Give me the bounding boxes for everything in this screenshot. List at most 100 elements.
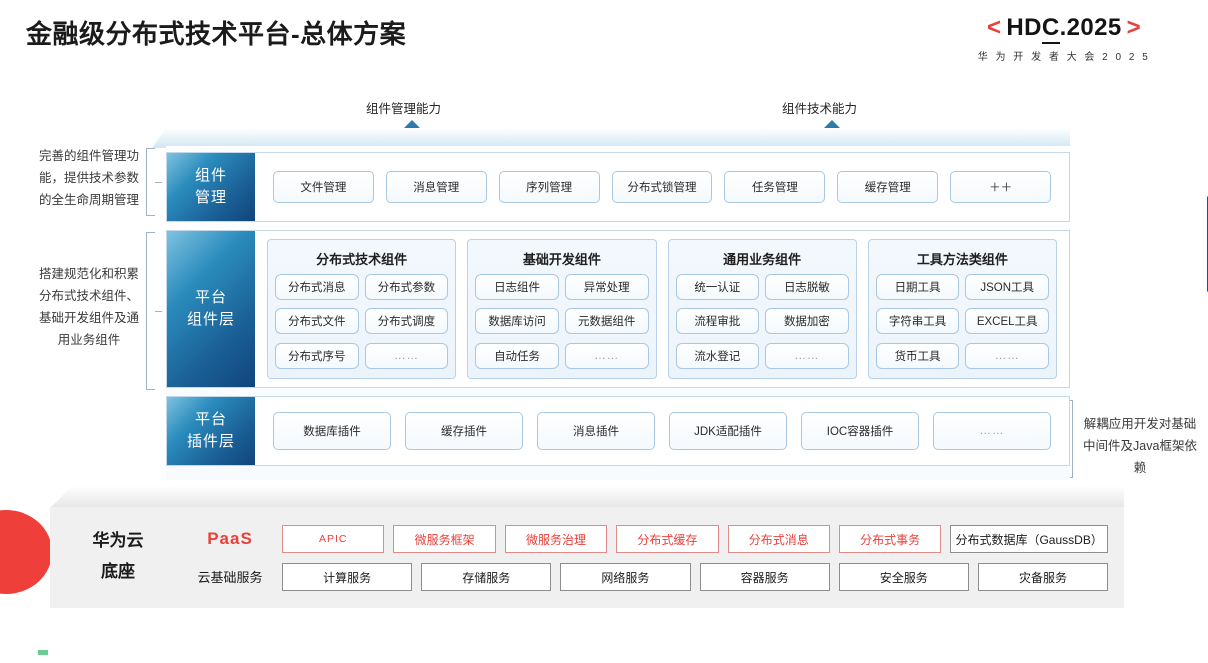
- item-distributed-params[interactable]: 分布式参数: [364, 274, 449, 300]
- item-exception-handling[interactable]: 异常处理: [564, 274, 649, 300]
- item-jdk-adapter-plugin[interactable]: JDK适配插件: [669, 412, 787, 450]
- paas-service-row: APIC 微服务框架 微服务治理 分布式缓存 分布式消息 分布式事务 分布式数据…: [282, 525, 1108, 553]
- side-note-left-2: 搭建规范化和积累分布式技术组件、基础开发组件及通用业务组件: [38, 267, 139, 347]
- paas-label: PaaS: [207, 529, 253, 548]
- item-file-management[interactable]: 文件管理: [273, 171, 374, 203]
- chip-distributed-transaction[interactable]: 分布式事务: [838, 525, 942, 553]
- brace-left-2: [146, 232, 162, 390]
- side-note-right: 解耦应用开发对基础中间件及Java框架依赖: [1083, 417, 1197, 475]
- layer-label-line2: 管理: [194, 189, 227, 206]
- item-metadata-component[interactable]: 元数据组件: [564, 308, 649, 335]
- group-basic-dev-components: 基础开发组件 日志组件 异常处理 数据库访问 元数据组件 自动任务 ……: [467, 239, 657, 379]
- group-distributed-tech-components: 分布式技术组件 分布式消息 分布式参数 分布式文件 分布式调度 分布式序号 ……: [267, 239, 457, 379]
- chip-storage-service[interactable]: 存储服务: [421, 563, 552, 591]
- group-grid: 日期工具 JSON工具 字符串工具 EXCEL工具 货币工具 ……: [875, 274, 1049, 371]
- red-wedge-decoration: [0, 510, 52, 594]
- hdc-text-a: HD: [1006, 14, 1042, 41]
- item-sequence-management[interactable]: 序列管理: [498, 171, 600, 203]
- item-ioc-container-plugin[interactable]: IOC容器插件: [801, 412, 919, 450]
- item-more-dots[interactable]: ……: [933, 412, 1051, 450]
- arrow-label-component-technology: 组件技术能力: [782, 102, 858, 116]
- item-distributed-lock-management[interactable]: 分布式锁管理: [611, 171, 713, 203]
- chip-distributed-database-gaussdb[interactable]: 分布式数据库（GaussDB）: [950, 525, 1108, 553]
- hdc-logo-subtitle: 华 为 开 发 者 大 会 2 0 2 5: [977, 52, 1151, 63]
- layer-body-platform-plugins: 数据库插件 缓存插件 消息插件 JDK适配插件 IOC容器插件 ……: [255, 397, 1069, 465]
- item-message-management[interactable]: 消息管理: [385, 171, 487, 203]
- item-distributed-sequence[interactable]: 分布式序号: [275, 342, 359, 369]
- item-cache-management[interactable]: 缓存管理: [837, 171, 939, 203]
- item-log-component[interactable]: 日志组件: [475, 274, 559, 300]
- group-title: 工具方法类组件: [916, 252, 1008, 267]
- item-cache-plugin[interactable]: 缓存插件: [405, 412, 523, 450]
- group-grid: 分布式消息 分布式参数 分布式文件 分布式调度 分布式序号 ……: [275, 274, 449, 371]
- hdc-logo: <HDC.2025> 华 为 开 发 者 大 会 2 0 2 5: [934, 14, 1194, 63]
- item-log-desensitization[interactable]: 日志脱敏: [765, 274, 849, 300]
- item-excel-tool[interactable]: EXCEL工具: [965, 308, 1049, 335]
- chip-microservice-governance[interactable]: 微服务治理: [504, 525, 608, 553]
- chip-compute-service[interactable]: 计算服务: [282, 563, 413, 591]
- item-more-dots[interactable]: ……: [564, 342, 649, 369]
- item-task-management[interactable]: 任务管理: [724, 171, 826, 203]
- page-title: 金融级分布式技术平台-总体方案: [26, 19, 407, 49]
- item-database-access[interactable]: 数据库访问: [475, 308, 559, 335]
- cloud-foundation-title: 华为云 底座: [72, 525, 164, 588]
- group-grid: 统一认证 日志脱敏 流程审批 数据加密 流水登记 ……: [675, 274, 849, 371]
- item-currency-tool[interactable]: 货币工具: [875, 342, 960, 369]
- layer-label-line1: 平台: [194, 288, 227, 306]
- blue-slab-top-bevel: [152, 128, 1070, 148]
- brace-left-1: [146, 148, 162, 216]
- group-title: 通用业务组件: [723, 252, 802, 267]
- group-title: 分布式技术组件: [316, 252, 408, 267]
- item-distributed-file[interactable]: 分布式文件: [275, 308, 359, 335]
- item-string-tool[interactable]: 字符串工具: [875, 308, 960, 335]
- chip-microservice-framework[interactable]: 微服务框架: [393, 525, 496, 553]
- hdc-text-b: C: [1041, 14, 1060, 44]
- gray-slab-top-bevel: [50, 486, 1124, 508]
- brace-tick: [155, 311, 162, 312]
- layer-label-line1: 平台: [194, 410, 227, 428]
- item-process-approval[interactable]: 流程审批: [675, 308, 760, 335]
- layer-label-line2: 插件层: [186, 433, 235, 450]
- item-more-dots[interactable]: ……: [364, 342, 449, 369]
- group-common-business-components: 通用业务组件 统一认证 日志脱敏 流程审批 数据加密 流水登记 ……: [667, 239, 857, 379]
- layer-body-platform-components: 分布式技术组件 分布式消息 分布式参数 分布式文件 分布式调度 分布式序号 ………: [255, 231, 1069, 387]
- huawei-cloud-foundation-panel: 华为云 底座 PaaS 云基础服务 APIC 微服务框架 微服务治理 分布式缓存…: [50, 507, 1124, 608]
- chip-distributed-cache[interactable]: 分布式缓存: [616, 525, 719, 553]
- chip-security-service[interactable]: 安全服务: [838, 563, 969, 591]
- chip-network-service[interactable]: 网络服务: [560, 563, 691, 591]
- layer-platform-components: 平台 组件层 分布式技术组件 分布式消息 分布式参数 分布式文件 分布式调度 分…: [166, 230, 1070, 388]
- item-message-plugin[interactable]: 消息插件: [537, 412, 655, 450]
- layer-label-component-management: 组件 管理: [167, 153, 255, 221]
- item-more-dots[interactable]: ……: [765, 342, 849, 369]
- angle-bracket-right-icon: >: [1126, 14, 1142, 41]
- chip-disaster-recovery-service[interactable]: 灾备服务: [977, 563, 1109, 591]
- arrow-label-component-management: 组件管理能力: [366, 102, 442, 116]
- chip-apic[interactable]: APIC: [282, 525, 385, 553]
- item-json-tool[interactable]: JSON工具: [965, 274, 1049, 300]
- cloud-infra-service-row: 计算服务 存储服务 网络服务 容器服务 安全服务 灾备服务: [282, 563, 1109, 591]
- layer-component-management: 组件 管理 文件管理 消息管理 序列管理 分布式锁管理 任务管理 缓存管理 ＋＋: [166, 152, 1070, 222]
- item-unified-auth[interactable]: 统一认证: [675, 274, 760, 300]
- item-database-plugin[interactable]: 数据库插件: [273, 412, 391, 450]
- item-more-dots[interactable]: ……: [965, 342, 1049, 369]
- item-data-encryption[interactable]: 数据加密: [765, 308, 849, 335]
- item-auto-task[interactable]: 自动任务: [475, 342, 559, 369]
- chip-container-service[interactable]: 容器服务: [699, 563, 830, 591]
- platform-panel: 组件 管理 文件管理 消息管理 序列管理 分布式锁管理 任务管理 缓存管理 ＋＋…: [166, 146, 1070, 480]
- green-marker-decoration: [38, 650, 48, 655]
- layer-label-line1: 组件: [194, 166, 227, 184]
- item-distributed-message[interactable]: 分布式消息: [275, 274, 359, 300]
- item-date-tool[interactable]: 日期工具: [875, 274, 960, 300]
- item-transaction-record[interactable]: 流水登记: [675, 342, 760, 369]
- cloud-title-line2: 底座: [101, 562, 135, 582]
- item-distributed-scheduling[interactable]: 分布式调度: [364, 308, 449, 335]
- blue-lens-decoration: [1206, 196, 1208, 292]
- cloud-title-line1: 华为云: [92, 531, 144, 550]
- chip-distributed-message[interactable]: 分布式消息: [727, 525, 830, 553]
- group-title: 基础开发组件: [522, 252, 601, 267]
- item-add-more[interactable]: ＋＋: [950, 171, 1052, 203]
- hdc-text-c: .2025: [1059, 14, 1122, 41]
- hdc-logo-main: <HDC.2025>: [934, 14, 1194, 44]
- group-grid: 日志组件 异常处理 数据库访问 元数据组件 自动任务 ……: [475, 274, 649, 371]
